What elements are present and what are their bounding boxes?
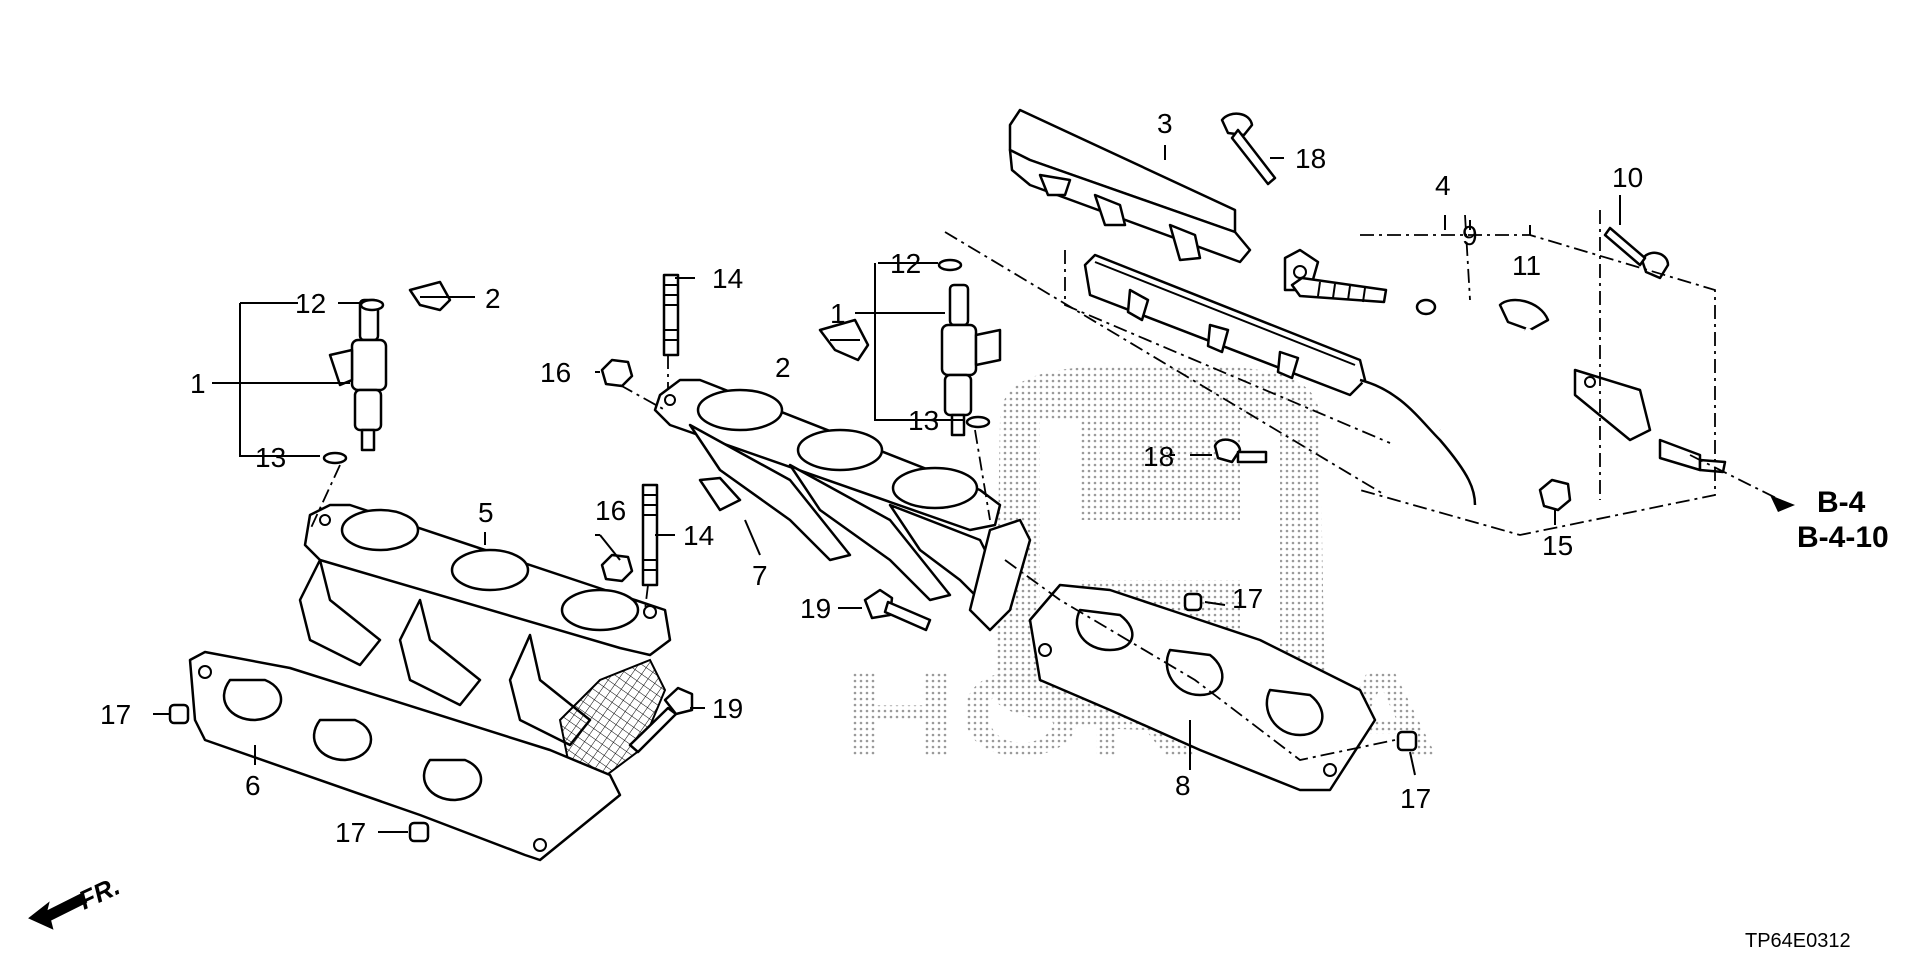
intake-manifold-left[interactable] (298, 503, 672, 782)
nut-16-upper[interactable] (600, 358, 634, 388)
callout-17-bottom: 17 (335, 817, 366, 848)
callout-numbers: 1 12 13 2 5 6 16 16 14 14 7 1 12 13 2 3 … (100, 108, 1643, 848)
nut-16-lower[interactable] (600, 553, 634, 583)
callout-12-left: 12 (295, 288, 326, 319)
stud-9[interactable] (1290, 276, 1388, 304)
front-direction-indicator: FR. (28, 871, 125, 930)
callout-19-left: 19 (712, 693, 743, 724)
stud-bolt-upper[interactable] (662, 273, 680, 357)
callout-1-left: 1 (190, 368, 206, 399)
bolt-18-lower[interactable] (1213, 438, 1268, 464)
callout-17-right: 17 (1400, 783, 1431, 814)
o-ring-13-left[interactable] (322, 451, 348, 465)
fuel-rail[interactable] (1083, 253, 1727, 511)
callout-16-lower: 16 (595, 495, 626, 526)
catalog-code: TP64E0312 (1745, 930, 1851, 952)
callout-4: 4 (1435, 170, 1451, 201)
callout-12-right: 12 (890, 248, 921, 279)
o-ring-12-left[interactable] (359, 298, 385, 312)
callout-14-upper: 14 (712, 263, 743, 294)
front-label: FR. (74, 871, 125, 916)
o-ring-13-right[interactable] (965, 415, 991, 429)
callout-1-right: 1 (830, 298, 846, 329)
callout-16-upper: 16 (540, 357, 571, 388)
bolt-19-left[interactable] (628, 686, 694, 754)
callout-14-lower: 14 (683, 520, 714, 551)
callout-6: 6 (245, 770, 261, 801)
reference-b4-10: B-4-10 (1797, 521, 1889, 554)
dowel-17-a[interactable] (168, 703, 190, 725)
callout-18-lower: 18 (1143, 441, 1174, 472)
callout-5: 5 (478, 497, 494, 528)
callout-10: 10 (1612, 162, 1643, 193)
manifold-gasket-left[interactable] (188, 650, 622, 862)
leader-lines (153, 145, 1621, 833)
callout-11: 11 (1512, 250, 1541, 281)
o-ring-11[interactable] (1415, 298, 1437, 316)
callout-9: 9 (1462, 220, 1478, 251)
callout-15: 15 (1542, 530, 1573, 561)
fuel-injector-left[interactable] (328, 298, 388, 452)
bolt-18-upper[interactable] (1220, 112, 1277, 186)
bolt-10[interactable] (1603, 226, 1670, 280)
callout-13-right: 13 (908, 405, 939, 436)
stud-bolt-lower[interactable] (641, 483, 659, 587)
callout-18-upper: 18 (1295, 143, 1326, 174)
nut-15[interactable] (1538, 478, 1572, 512)
callout-13-left: 13 (255, 442, 286, 473)
callout-8: 8 (1175, 770, 1191, 801)
dowel-17-c[interactable] (1183, 592, 1203, 612)
assembly-guidelines (309, 210, 1781, 761)
dowel-17-d[interactable] (1396, 730, 1418, 752)
callout-3: 3 (1157, 108, 1173, 139)
reference-b4: B-4 (1817, 486, 1866, 519)
callout-17-left: 17 (100, 699, 131, 730)
manifold-gasket-right[interactable] (1028, 583, 1377, 792)
callout-2-right: 2 (775, 352, 791, 383)
callout-17-center: 17 (1232, 583, 1263, 614)
dowel-17-b[interactable] (408, 821, 430, 843)
o-ring-12-right[interactable] (937, 258, 963, 272)
fuel-rail-cover[interactable] (1008, 108, 1320, 292)
fuel-injector-right[interactable] (940, 283, 1002, 437)
callout-2-left: 2 (485, 283, 501, 314)
arrow-to-b4 (1770, 495, 1795, 512)
bolt-19-center[interactable] (863, 588, 932, 632)
intake-manifold-right[interactable] (653, 378, 1032, 632)
callout-7: 7 (752, 560, 768, 591)
callout-19-center: 19 (800, 593, 831, 624)
